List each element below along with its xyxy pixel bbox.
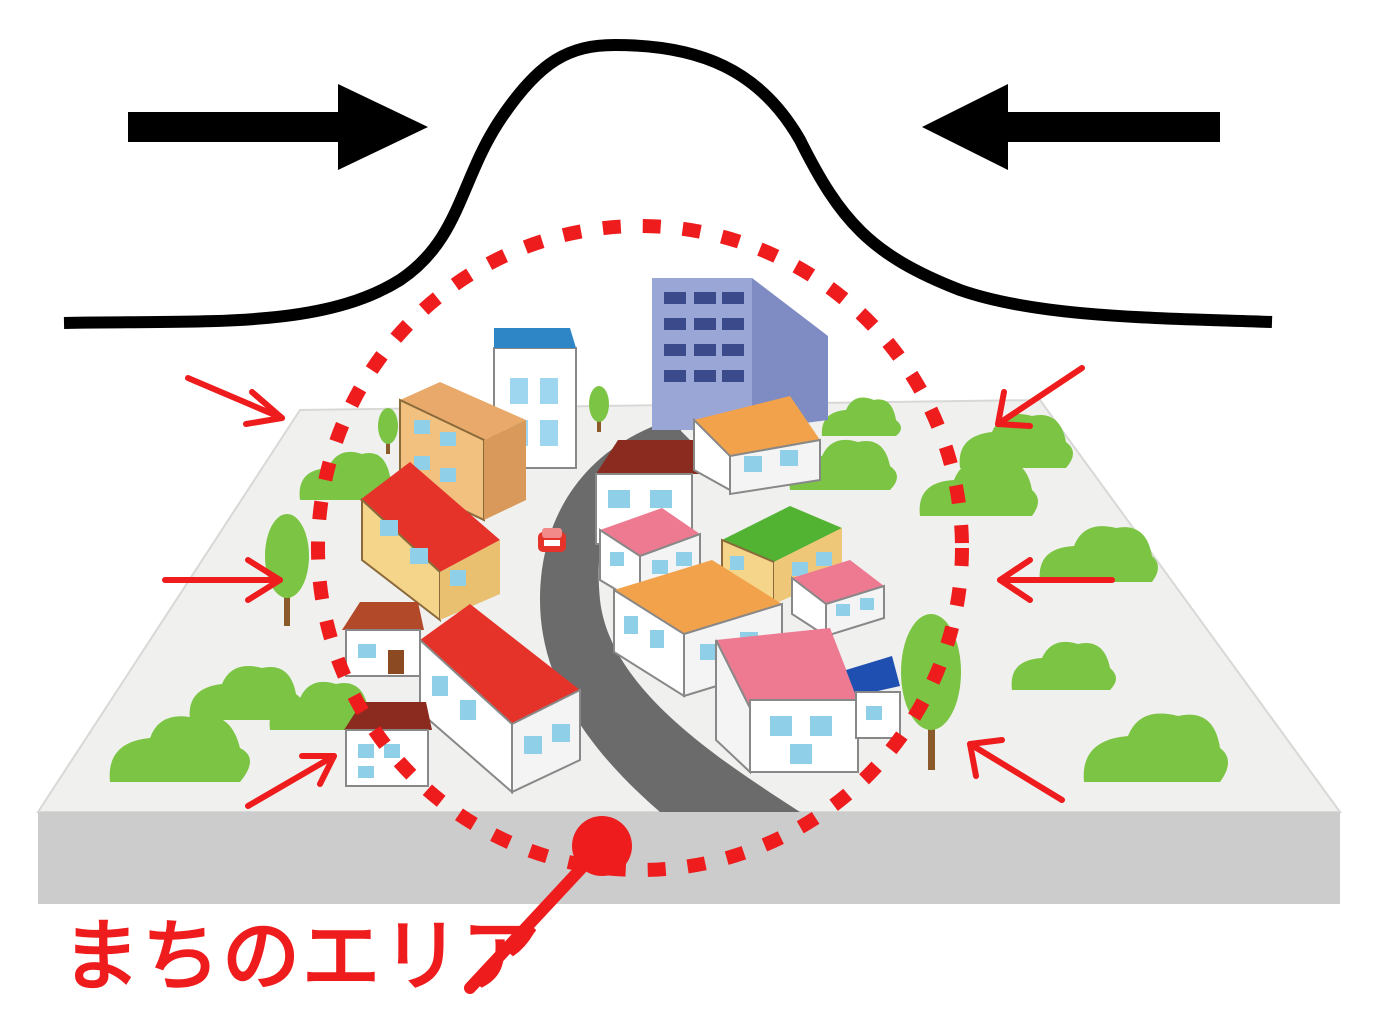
bush [919,460,1038,516]
office-tower [652,278,828,430]
red-arrow-icon [995,365,1085,429]
red-arrow-icon [185,375,285,427]
leader-line [464,840,608,994]
black-arrow-icon [922,84,1220,170]
bush [1039,526,1158,582]
dotted-circle [311,219,969,877]
small-brown-house [342,602,424,677]
bush [109,716,251,782]
town-area-label: まちのエリア [62,912,543,1002]
bush [959,414,1073,468]
red-arrow-icon [997,557,1115,603]
bush [269,681,374,730]
bush [821,397,901,436]
red-roof-house [360,462,500,623]
small-pink-house [791,560,885,638]
car-icon [538,528,566,552]
bush [299,451,395,500]
tree [589,386,609,432]
blue-roof-house [846,656,901,739]
profile-curve [63,38,1273,329]
dot-icon [572,816,632,876]
green-roof-house [721,506,842,606]
bush [1083,713,1228,782]
red-arrows [162,365,1115,809]
small-brown-house-2 [344,702,432,787]
buildings [342,278,901,795]
white-tower [493,328,577,469]
bush [1011,641,1116,690]
orange-roof-house [693,396,821,496]
ground-side [38,812,1340,904]
bushes [109,397,1228,782]
black-arrow-icon [128,84,428,170]
red-arrow-icon [245,753,337,809]
red-arrow-icon [162,557,283,603]
red-arrow-icon [967,737,1065,803]
pink-big-house [715,628,859,775]
big-red-roof-house [419,604,581,795]
tree [378,408,398,454]
bush [189,666,303,720]
